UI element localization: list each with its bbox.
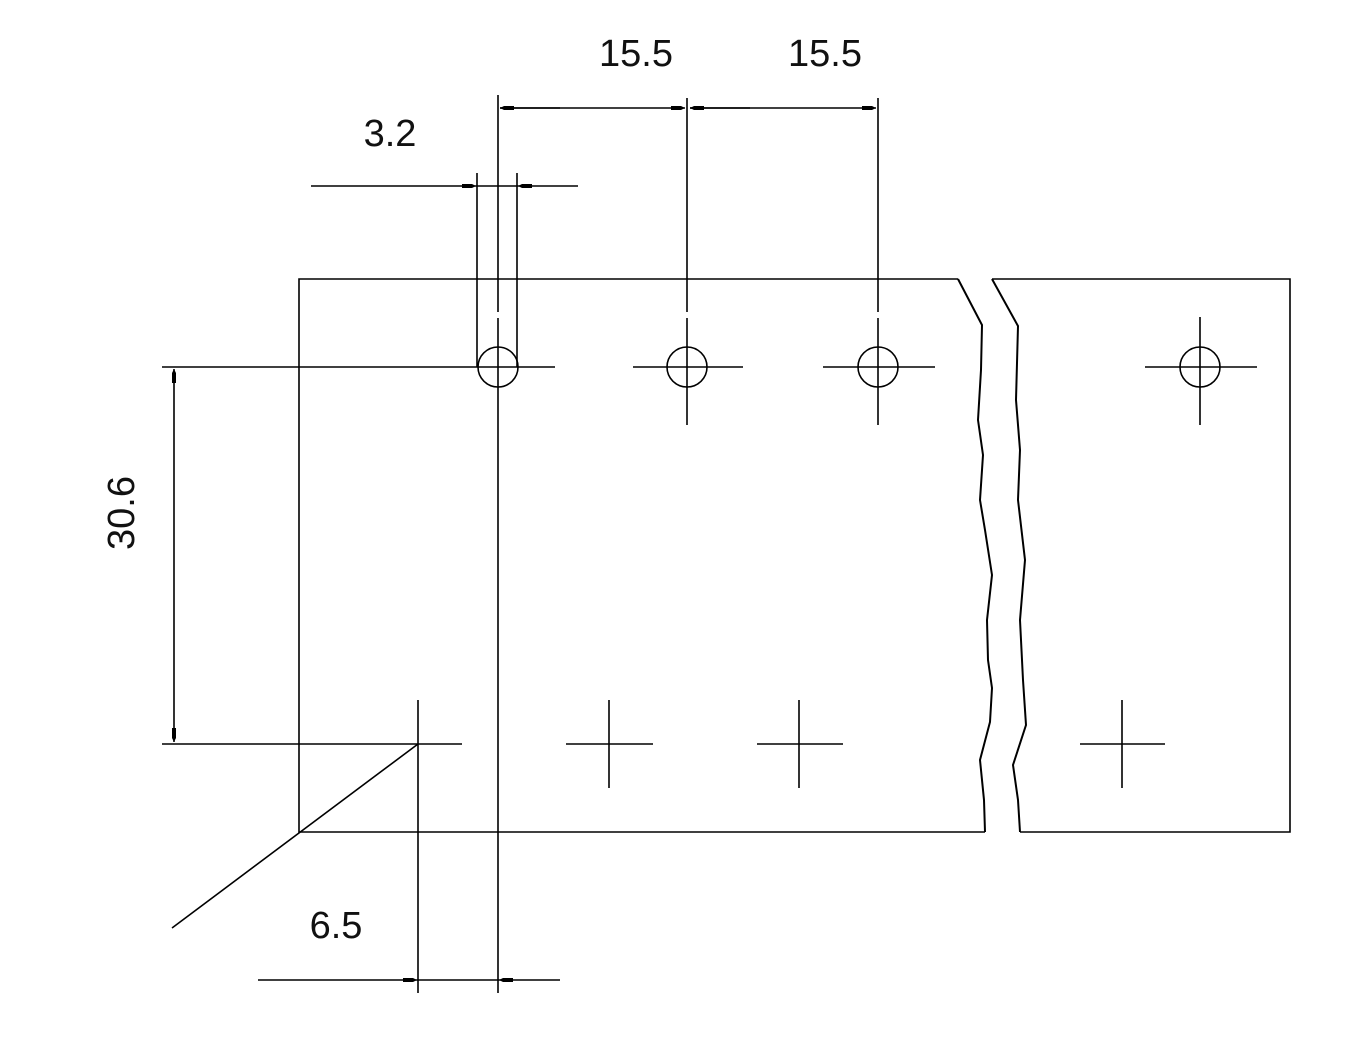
dim-pitch-1: 15.5	[500, 33, 685, 110]
dim-text-edge-offset: 6.5	[310, 905, 363, 947]
leader-line	[171, 743, 419, 929]
dim-pitch-2: 15.5	[690, 33, 876, 110]
dim-text-hole-diameter: 3.2	[364, 113, 417, 155]
dim-edge-offset: 6.5	[258, 905, 560, 982]
dim-text-pitch-2: 15.5	[788, 33, 862, 75]
dim-hole-diameter: 3.2	[311, 113, 578, 188]
dim-row-spacing: 30.6	[101, 369, 176, 742]
break-line-right	[991, 278, 1028, 833]
dim-text-pitch-1: 15.5	[599, 33, 673, 75]
break-line-left	[957, 278, 994, 833]
plate-left	[298, 278, 994, 833]
bottom-crosses	[162, 700, 1165, 993]
holes	[162, 95, 1257, 993]
dim-text-row-spacing: 30.6	[101, 476, 143, 550]
plate-right	[991, 278, 1291, 833]
